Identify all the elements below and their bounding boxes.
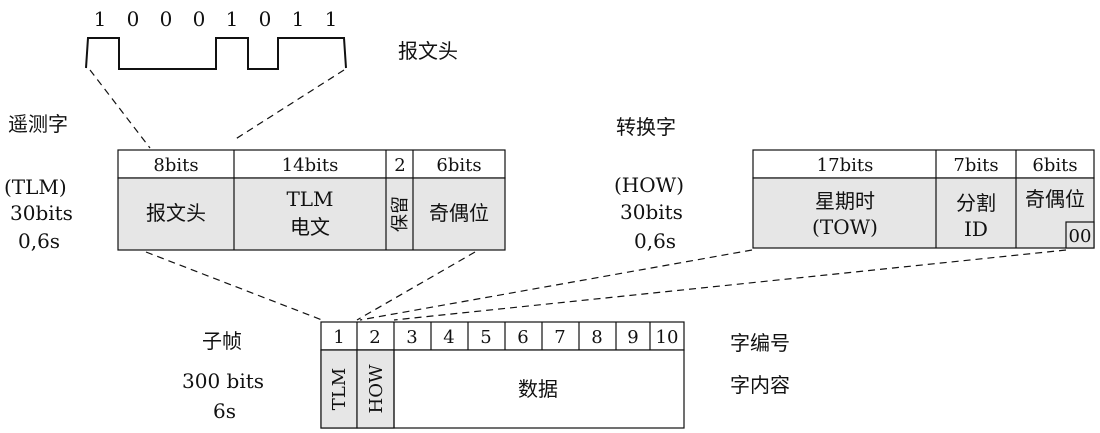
- tlm-field-3-content: 保留: [390, 196, 411, 232]
- how-time: 0,6s: [634, 229, 676, 253]
- how-abbr: (HOW): [614, 173, 684, 197]
- zoom-line-left: [89, 69, 151, 149]
- word-number-9: 9: [627, 327, 638, 348]
- tlm-field-1-size: 8bits: [153, 155, 198, 176]
- word-number-4: 4: [443, 327, 454, 348]
- subframe-time: 6s: [213, 399, 236, 423]
- header-bit-3: 0: [160, 7, 173, 31]
- header-bit-2: 0: [127, 7, 140, 31]
- tlm-bits: 30bits: [10, 201, 73, 225]
- word-number-7: 7: [554, 327, 565, 348]
- tlm-time: 0,6s: [18, 229, 60, 253]
- tlm-field-4-content: 奇偶位: [429, 201, 489, 225]
- subframe-word-tlm-label: TLM: [329, 368, 350, 410]
- subframe-word-how-label: HOW: [366, 364, 387, 413]
- tlm-field-2-size: 14bits: [282, 155, 339, 176]
- header-title: 报文头: [398, 39, 458, 63]
- header-bit-8: 1: [325, 7, 338, 31]
- subframe-word-2-how-cell: [356, 349, 395, 429]
- tlm-field-2-content-line1: TLM: [286, 187, 333, 211]
- how-connector-left: [359, 249, 753, 321]
- tlm-abbr: (TLM): [4, 175, 67, 199]
- tlm-field-3-size: 2: [394, 155, 405, 176]
- header-bit-5: 1: [226, 7, 239, 31]
- how-field-3-size: 6bits: [1032, 155, 1077, 176]
- word-number-2: 2: [369, 327, 380, 348]
- header-bit-6: 0: [259, 7, 272, 31]
- subframe-data-label: 数据: [518, 377, 558, 401]
- subframe-title: 子帧: [202, 329, 242, 353]
- tlm-word-box: 8bits 14bits 2 6bits 报文头 TLM 电文 保留 奇偶位: [117, 149, 506, 251]
- tlm-field-2-content-line2: 电文: [290, 215, 330, 239]
- word-number-5: 5: [480, 327, 491, 348]
- word-number-3: 3: [406, 327, 417, 348]
- header-bit-4: 0: [193, 7, 206, 31]
- word-number-10: 10: [656, 327, 679, 348]
- how-field-2-content-line1: 分割: [956, 191, 996, 215]
- how-parity-tail-box: [1065, 221, 1095, 249]
- word-number-8: 8: [591, 327, 602, 348]
- how-title: 转换字: [616, 115, 676, 139]
- word-number-caption: 字编号: [730, 331, 790, 355]
- how-field-3-content: 奇偶位: [1025, 187, 1085, 211]
- how-field-2-size: 7bits: [953, 155, 998, 176]
- how-field-1-content-line2: (TOW): [812, 215, 878, 239]
- tlm-connector-left: [145, 251, 323, 321]
- subframe-bits: 300 bits: [182, 369, 264, 393]
- tlm-connector-right: [356, 251, 476, 321]
- header-bit-labels: 1 0 0 0 1 0 1 1: [94, 7, 338, 31]
- header-bit-7: 1: [292, 7, 305, 31]
- how-field-1-content-line1: 星期时: [815, 189, 875, 213]
- header-waveform: [85, 37, 347, 70]
- subframe-word-1-tlm-cell: [320, 349, 358, 429]
- header-bit-1: 1: [94, 7, 107, 31]
- tlm-field-1-content: 报文头: [146, 201, 206, 225]
- word-number-1: 1: [333, 327, 344, 348]
- subframe-box: 1 2 3 4 5 6 7 8 9 10 TLM HOW 数据: [320, 321, 685, 429]
- tlm-field-4-size: 6bits: [436, 155, 481, 176]
- zoom-line-right: [233, 69, 345, 141]
- tlm-title: 遥测字: [8, 112, 68, 136]
- how-connector-right: [393, 249, 1067, 321]
- word-content-caption: 字内容: [730, 373, 790, 397]
- how-bits: 30bits: [620, 200, 683, 224]
- how-word-box: 17bits 7bits 6bits 星期时 (TOW) 分割 ID 奇偶位 0…: [752, 149, 1095, 249]
- word-number-6: 6: [517, 327, 528, 348]
- how-field-2-content-line2: ID: [964, 217, 988, 241]
- how-field-1-size: 17bits: [817, 155, 874, 176]
- how-field-3-tail: 00: [1069, 226, 1092, 247]
